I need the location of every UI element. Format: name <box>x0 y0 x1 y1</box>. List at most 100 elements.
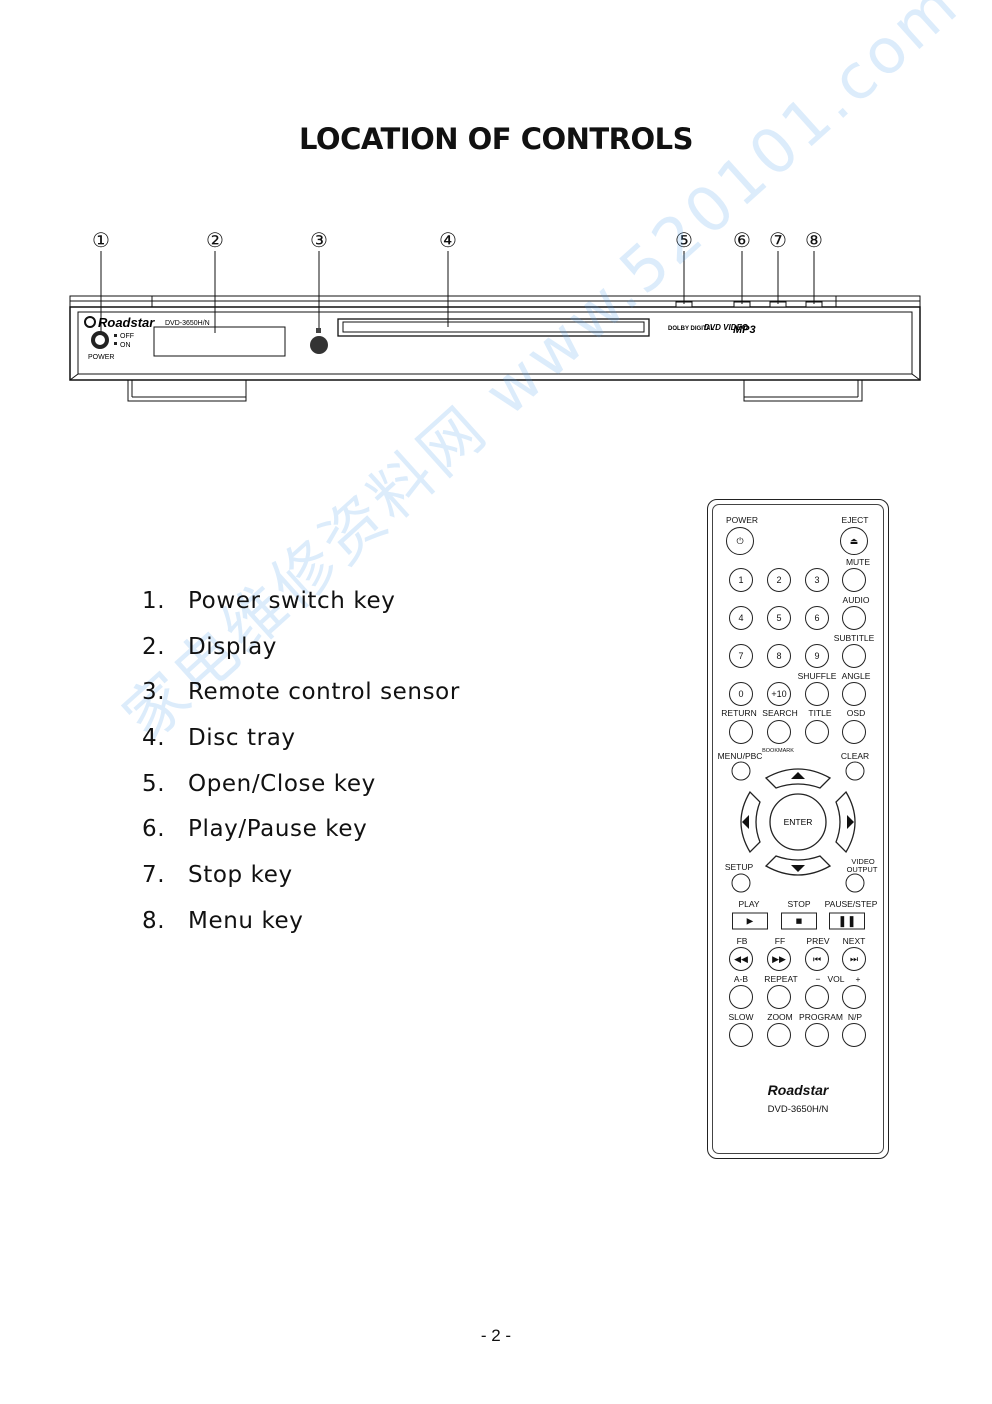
shuffle-label: SHUFFLE <box>797 671 837 681</box>
power-button[interactable]: ⏻ <box>726 527 754 555</box>
setup-label: SETUP <box>724 862 754 872</box>
fast-backward-button[interactable]: ◀◀ <box>729 947 753 971</box>
n-p-button[interactable] <box>842 1023 866 1047</box>
legend-number: 2. <box>142 633 166 660</box>
subtitle-label: SUBTITLE <box>833 633 875 643</box>
skip-next-icon: ⏭ <box>849 953 859 964</box>
stop-button[interactable]: ■ <box>781 912 817 930</box>
dvd-video-logo: DVD VIDEO <box>704 323 749 332</box>
play-button[interactable]: ► <box>732 912 768 930</box>
digit-9-button[interactable]: 9 <box>805 644 829 668</box>
legend-text: Disc tray <box>188 724 296 751</box>
clear-button[interactable] <box>845 761 865 781</box>
vol-plus-label: + <box>855 974 861 984</box>
callout-2: ② <box>206 228 224 252</box>
volume-down-button[interactable] <box>805 985 829 1009</box>
navigation-pad: ENTER <box>740 768 856 876</box>
legend-item: 7.Stop key <box>142 852 460 898</box>
pause-icon: ❚❚ <box>837 915 857 928</box>
audio-label: AUDIO <box>842 595 870 605</box>
mute-label: MUTE <box>845 557 871 567</box>
menu-pbc-button[interactable] <box>731 761 751 781</box>
nav-left-button[interactable] <box>740 790 761 854</box>
audio-button[interactable] <box>842 606 866 630</box>
nav-right-button[interactable] <box>835 790 856 854</box>
zoom-button[interactable] <box>767 1023 791 1047</box>
next-label: NEXT <box>842 936 866 946</box>
previous-button[interactable]: ⏮ <box>805 947 829 971</box>
mp3-logo: MP3 <box>733 324 756 336</box>
controls-legend: 1.Power switch key 2.Display 3. Remote co… <box>142 578 460 944</box>
volume-up-button[interactable] <box>842 985 866 1009</box>
digit-label: 4 <box>738 613 744 623</box>
remote-brand-logo: Roadstar <box>767 1082 829 1098</box>
title-button[interactable] <box>805 720 829 744</box>
legend-number: 7. <box>142 861 166 888</box>
pause-step-button[interactable]: ❚❚ <box>829 912 865 930</box>
remote-control: POWER EJECT ⏻ ⏏ MUTE 1 2 3 AUDIO 4 5 6 S… <box>707 499 889 1159</box>
legend-item: 5.Open/Close key <box>142 761 460 807</box>
digit-label: 7 <box>738 651 744 661</box>
return-button[interactable] <box>729 720 753 744</box>
osd-label: OSD <box>846 708 866 718</box>
output-label: OUTPUT <box>846 865 878 874</box>
zoom-label: ZOOM <box>767 1012 793 1022</box>
eject-button[interactable]: ⏏ <box>840 527 868 555</box>
repeat-button[interactable] <box>767 985 791 1009</box>
digit-label: 3 <box>814 575 820 585</box>
fast-forward-button[interactable]: ▶▶ <box>767 947 791 971</box>
next-button[interactable]: ⏭ <box>842 947 866 971</box>
bookmark-label: BOOKMARK <box>762 748 794 754</box>
vol-minus-label: − <box>815 974 821 984</box>
legend-item: 4. Disc tray <box>142 715 460 761</box>
a-b-button[interactable] <box>729 985 753 1009</box>
osd-button[interactable] <box>842 720 866 744</box>
return-label: RETURN <box>721 708 757 718</box>
setup-button[interactable] <box>731 873 751 893</box>
enter-button[interactable] <box>769 793 827 851</box>
vol-label: VOL <box>827 974 845 984</box>
legend-item: 1.Power switch key <box>142 578 460 624</box>
remote-model: DVD-3650H/N <box>767 1104 829 1115</box>
plus-10-button[interactable]: +10 <box>767 682 791 706</box>
subtitle-button[interactable] <box>842 644 866 668</box>
legend-item: 6.Play/Pause key <box>142 806 460 852</box>
rewind-icon: ◀◀ <box>734 953 748 964</box>
eject-icon: ⏏ <box>849 535 859 546</box>
digit-label: 9 <box>814 651 820 661</box>
program-button[interactable] <box>805 1023 829 1047</box>
digit-5-button[interactable]: 5 <box>767 606 791 630</box>
legend-text: Power switch key <box>188 587 396 614</box>
legend-text: Menu key <box>188 907 304 934</box>
legend-number: 6. <box>142 816 166 843</box>
clear-label: CLEAR <box>840 751 870 761</box>
digit-label: 8 <box>776 651 782 661</box>
prev-label: PREV <box>806 936 830 946</box>
n-p-label: N/P <box>847 1012 863 1022</box>
video-output-button[interactable] <box>845 873 865 893</box>
digit-0-button[interactable]: 0 <box>729 682 753 706</box>
legend-item: 2.Display <box>142 624 460 670</box>
digit-8-button[interactable]: 8 <box>767 644 791 668</box>
digit-7-button[interactable]: 7 <box>729 644 753 668</box>
slow-label: SLOW <box>728 1012 754 1022</box>
search-button[interactable] <box>767 720 791 744</box>
digit-6-button[interactable]: 6 <box>805 606 829 630</box>
digit-2-button[interactable]: 2 <box>767 568 791 592</box>
legend-text: Remote control sensor <box>188 679 460 706</box>
angle-label: ANGLE <box>841 671 871 681</box>
angle-button[interactable] <box>842 682 866 706</box>
digit-3-button[interactable]: 3 <box>805 568 829 592</box>
mute-button[interactable] <box>842 568 866 592</box>
slow-button[interactable] <box>729 1023 753 1047</box>
digit-label: 2 <box>776 575 782 585</box>
legend-number: 4. <box>142 724 166 751</box>
dvd-player-front-panel: OFF ON POWER Roadstar DVD-3650H/N DOLBY … <box>69 251 921 402</box>
fb-label: FB <box>736 936 748 946</box>
shuffle-button[interactable] <box>805 682 829 706</box>
enter-label: ENTER <box>784 817 813 827</box>
digit-1-button[interactable]: 1 <box>729 568 753 592</box>
legend-text: Open/Close key <box>188 770 376 797</box>
legend-number: 3. <box>142 679 166 706</box>
digit-4-button[interactable]: 4 <box>729 606 753 630</box>
